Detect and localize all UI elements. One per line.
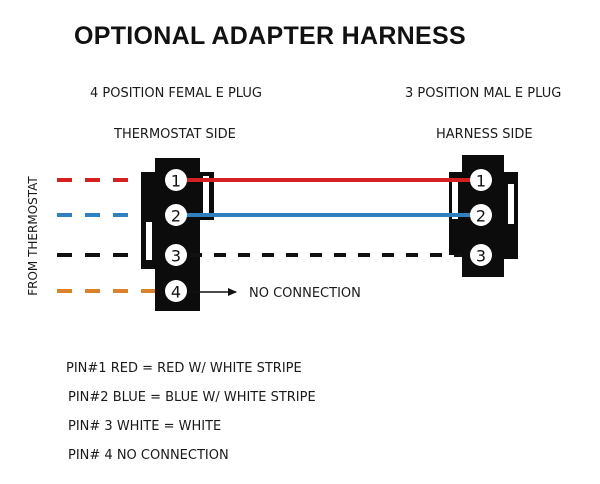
harness-side-label: HARNESS SIDE xyxy=(436,127,533,142)
no-connection-label: NO CONNECTION xyxy=(249,286,361,301)
thermostat-side-label: THERMOSTAT SIDE xyxy=(114,127,236,142)
left-pin-3: 3 xyxy=(165,244,187,266)
left-pin-1: 1 xyxy=(165,169,187,191)
right-pin-3-number: 3 xyxy=(476,247,486,266)
left-pin-2-number: 2 xyxy=(171,207,181,226)
left-pin-1-number: 1 xyxy=(171,172,181,191)
diagram-title: OPTIONAL ADAPTER HARNESS xyxy=(74,22,466,50)
right-pin-3: 3 xyxy=(470,244,492,266)
left-plug-label: 4 POSITION FEMAL E PLUG xyxy=(90,86,262,101)
right-plug-label: 3 POSITION MAL E PLUG xyxy=(405,86,562,101)
left-pin-4: 4 xyxy=(165,280,187,302)
right-pin-2: 2 xyxy=(470,204,492,226)
legend-pin-3: PIN# 3 WHITE = WHITE xyxy=(68,419,222,434)
legend-pin-1: PIN#1 RED = RED W/ WHITE STRIPE xyxy=(66,361,302,376)
right-pin-1-number: 1 xyxy=(476,172,486,191)
left-pin-2: 2 xyxy=(165,204,187,226)
right-pin-2-number: 2 xyxy=(476,207,486,226)
left-pin-3-number: 3 xyxy=(171,247,181,266)
left-pin-4-number: 4 xyxy=(171,283,181,302)
legend-pin-2: PIN#2 BLUE = BLUE W/ WHITE STRIPE xyxy=(68,390,316,405)
right-pin-1: 1 xyxy=(470,169,492,191)
legend-pin-4: PIN# 4 NO CONNECTION xyxy=(68,448,229,463)
